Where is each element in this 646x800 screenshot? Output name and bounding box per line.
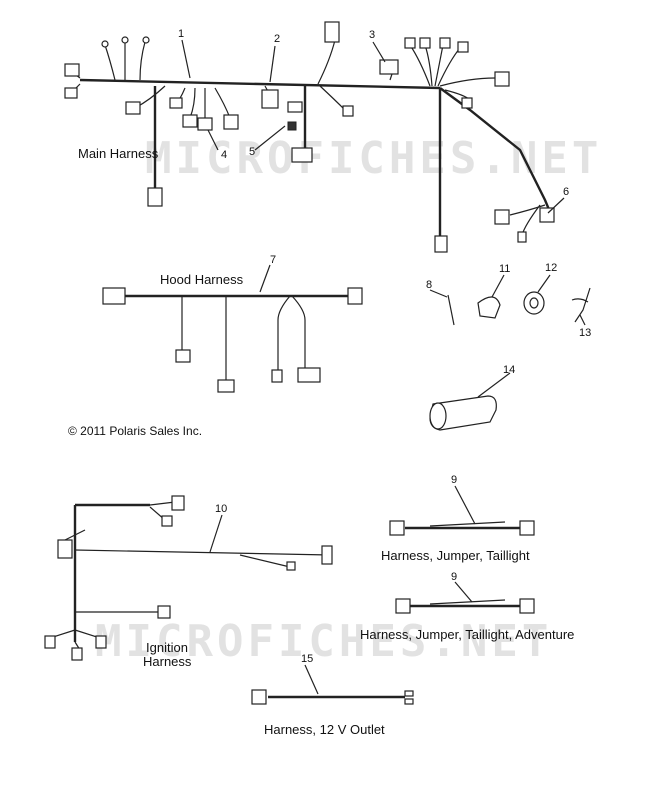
callout-14: 14 xyxy=(503,364,516,376)
main-harness-drawing xyxy=(64,21,555,253)
jumper-harness-drawing xyxy=(389,520,535,614)
callout-8: 8 xyxy=(426,279,433,291)
watermark-top: MICROFICHES.NET xyxy=(145,133,603,184)
watermark-bottom: MICROFICHES.NET xyxy=(95,616,553,667)
ignition-harness-label-line2: Harness xyxy=(143,654,192,669)
hood-harness-label: Hood Harness xyxy=(160,272,244,287)
small-parts-drawing xyxy=(447,287,591,326)
ignition-harness-label-line1: Ignition xyxy=(146,640,188,655)
callout-12: 12 xyxy=(545,262,558,274)
leader-lines xyxy=(181,39,586,695)
callout-11: 11 xyxy=(499,263,511,275)
cover-drawing xyxy=(429,395,497,431)
callout-1: 1 xyxy=(178,28,185,40)
callout-9-lower: 9 xyxy=(451,571,458,583)
callout-7: 7 xyxy=(270,254,277,266)
outlet-12v-label: Harness, 12 V Outlet xyxy=(264,722,385,737)
main-harness-label: Main Harness xyxy=(78,146,159,161)
callout-6: 6 xyxy=(563,186,570,198)
copyright-text: © 2011 Polaris Sales Inc. xyxy=(68,424,203,438)
ignition-harness-drawing xyxy=(44,495,333,661)
jumper-taillight-label: Harness, Jumper, Taillight xyxy=(381,548,530,563)
callout-3: 3 xyxy=(369,29,376,41)
callout-9-upper: 9 xyxy=(451,474,458,486)
callout-10: 10 xyxy=(215,503,228,515)
callout-2: 2 xyxy=(274,33,281,45)
callout-5: 5 xyxy=(249,146,256,158)
hood-harness-drawing xyxy=(102,287,363,393)
callout-13: 13 xyxy=(579,327,592,339)
callout-4: 4 xyxy=(221,149,228,161)
jumper-taillight-adventure-label: Harness, Jumper, Taillight, Adventure xyxy=(360,627,575,642)
callout-15: 15 xyxy=(301,653,314,665)
outlet-harness-drawing xyxy=(251,689,414,705)
